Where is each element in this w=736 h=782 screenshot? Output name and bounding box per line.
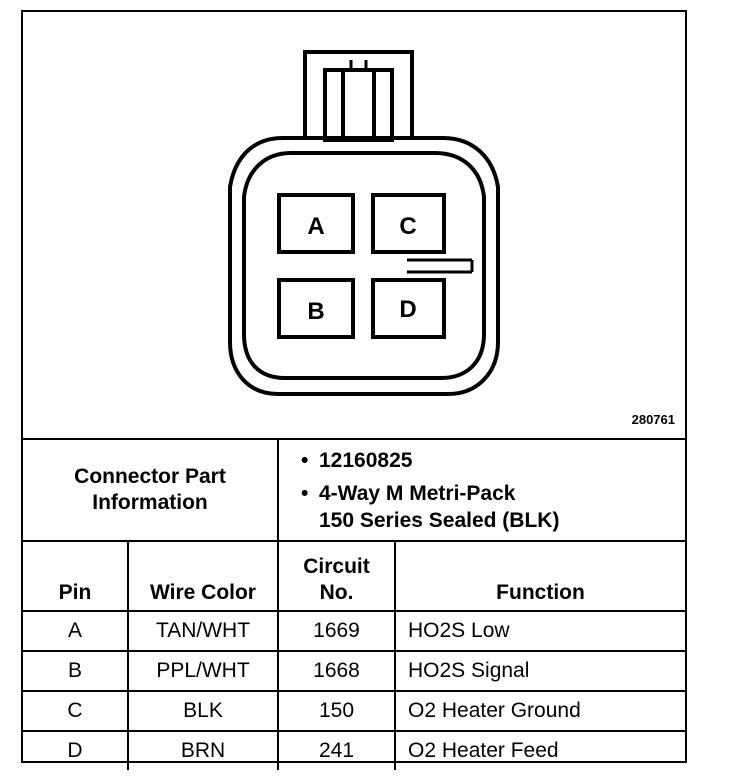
connector-housing-inner (242, 151, 486, 380)
pin-label-b: B (307, 298, 324, 325)
connector-info-row: Connector Part Information • 12160825 • … (23, 438, 686, 542)
cell-circuit: 1668 (277, 650, 396, 692)
cell-wire-color: PPL/WHT (127, 650, 279, 692)
cell-pin: B (23, 650, 129, 692)
connector-face-diagram: A C B D (228, 50, 500, 396)
connector-document: A C B D 280761 Connector Part Informatio… (21, 10, 687, 770)
header-function: Function (393, 540, 686, 612)
cell-wire-color: BRN (127, 730, 279, 770)
cell-pin: D (23, 730, 129, 770)
description-line: • 4-Way M Metri-Pack (301, 480, 685, 507)
connector-housing-outer (228, 136, 500, 396)
cell-circuit: 241 (277, 730, 396, 770)
cell-pin: A (23, 610, 129, 652)
pin-label-d: D (399, 296, 416, 323)
part-number: 12160825 (319, 448, 413, 472)
cell-function: O2 Heater Ground (393, 690, 686, 732)
connector-info-value: • 12160825 • 4-Way M Metri-Pack 150 Seri… (276, 438, 686, 542)
cell-circuit: 150 (277, 690, 396, 732)
table-row: C BLK 150 O2 Heater Ground (23, 690, 686, 732)
table-row: D BRN 241 O2 Heater Feed (23, 730, 686, 770)
table-header-row: Pin Wire Color Circuit No. Function (23, 540, 686, 612)
table-row: A TAN/WHT 1669 HO2S Low (23, 610, 686, 652)
pin-cavity-c: C (371, 193, 446, 254)
description-line2: 150 Series Sealed (BLK) (319, 508, 560, 532)
pinout-table: Connector Part Information • 12160825 • … (23, 438, 686, 770)
cell-function: O2 Heater Feed (393, 730, 686, 770)
pin-cavity-a: A (277, 193, 355, 254)
bullet: • (301, 481, 309, 505)
cell-function: HO2S Low (393, 610, 686, 652)
header-circuit-line2: No. (319, 581, 354, 604)
cell-pin: C (23, 690, 129, 732)
part-number-line: • 12160825 (301, 447, 685, 474)
cell-wire-color: BLK (127, 690, 279, 732)
connector-info-label-line2: Information (92, 491, 208, 514)
header-wire-color: Wire Color (127, 540, 279, 612)
bullet: • (301, 448, 309, 472)
header-circuit-line1: Circuit (303, 555, 370, 578)
locking-tab (303, 50, 414, 142)
cell-circuit: 1669 (277, 610, 396, 652)
connector-info-label-line1: Connector Part (74, 465, 226, 488)
pin-cavity-d: D (371, 278, 446, 339)
description-line1: 4-Way M Metri-Pack (319, 481, 516, 505)
pin-label-a: A (307, 213, 324, 240)
table-row: B PPL/WHT 1668 HO2S Signal (23, 650, 686, 692)
figure-id: 280761 (631, 412, 675, 427)
keying-slot (407, 258, 474, 274)
pin-label-c: C (399, 213, 416, 240)
pin-cavity-b: B (277, 278, 355, 339)
cell-function: HO2S Signal (393, 650, 686, 692)
cell-wire-color: TAN/WHT (127, 610, 279, 652)
connector-info-label: Connector Part Information (23, 438, 279, 542)
header-pin: Pin (23, 540, 129, 612)
header-circuit: Circuit No. (277, 540, 396, 612)
